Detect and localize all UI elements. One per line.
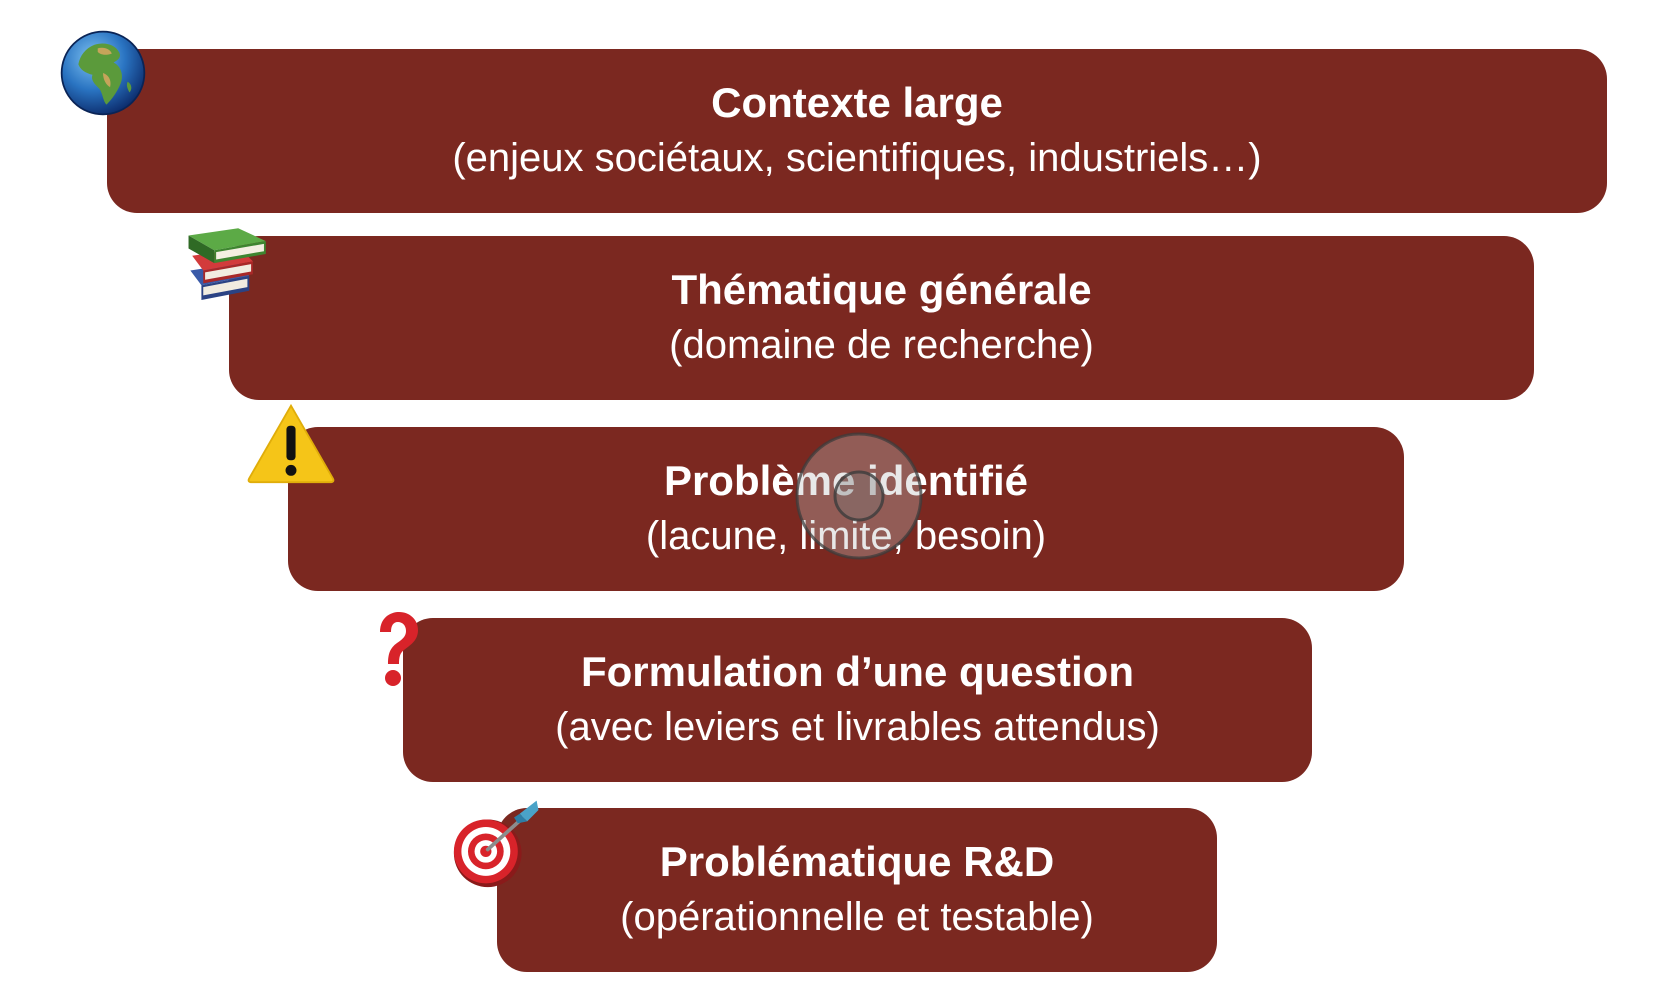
level-subtitle: (lacune, limite, besoin) [645, 514, 1047, 558]
level-subtitle: (enjeux sociétaux, scientifiques, indust… [452, 136, 1262, 180]
level-subtitle: (domaine de recherche) [669, 323, 1094, 367]
level-subtitle: (opérationnelle et testable) [620, 895, 1094, 939]
level-subtitle: (avec leviers et livrables attendus) [555, 705, 1160, 749]
play-button-icon[interactable] [794, 431, 924, 561]
question-mark-icon [380, 612, 418, 686]
warning-icon [247, 403, 335, 484]
level-title: Formulation d’une question [581, 648, 1134, 695]
books-icon [188, 228, 266, 300]
funnel-level-question: Formulation d’une question (avec leviers… [403, 618, 1312, 782]
level-title: Contexte large [711, 79, 1003, 126]
funnel-level-rd-problem: Problématique R&D (opérationnelle et tes… [497, 808, 1217, 972]
level-title: Problématique R&D [659, 838, 1055, 885]
level-title: Thématique générale [671, 266, 1092, 313]
funnel-level-problem: Problème identifié (lacune, limite, beso… [288, 427, 1404, 591]
globe-icon [60, 30, 146, 116]
target-dart-icon [453, 800, 539, 888]
level-title: Problème identifié [663, 457, 1029, 504]
funnel-level-theme: Thématique générale (domaine de recherch… [229, 236, 1534, 400]
funnel-level-context: Contexte large (enjeux sociétaux, scient… [107, 49, 1607, 213]
